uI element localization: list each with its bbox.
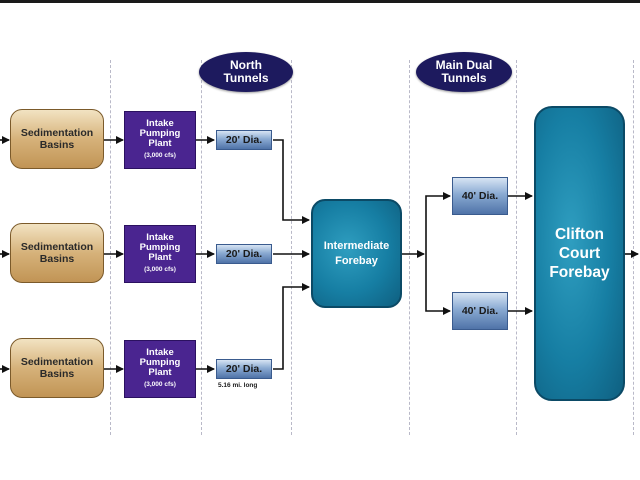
north-tunnels-header: North Tunnels <box>199 52 293 92</box>
flow-arrow <box>273 283 310 370</box>
intake-line2: Pumping <box>139 357 181 368</box>
sed-label-line1: Sedimentation <box>20 356 94 368</box>
sed-label-line2: Basins <box>39 139 75 151</box>
main-tunnel-1: 40' Dia. <box>452 177 508 215</box>
intake-pumping-plant-3: Intake Pumping Plant (3,000 cfs) <box>124 340 196 398</box>
flow-arrow <box>425 192 451 254</box>
main-tunnel-2: 40' Dia. <box>452 292 508 330</box>
clifton-line1: Clifton <box>554 226 605 243</box>
sedimentation-basins-2: Sedimentation Basins <box>10 223 104 283</box>
column-divider <box>409 60 410 435</box>
flow-arrow <box>425 254 451 315</box>
main-dual-tunnels-header: Main Dual Tunnels <box>416 52 512 92</box>
tunnel-length-note: 5.16 mi. long <box>218 382 258 389</box>
sed-label-line1: Sedimentation <box>20 127 94 139</box>
column-divider <box>201 60 202 435</box>
intake-line1: Intake <box>146 232 174 243</box>
intake-line3: Plant <box>148 138 172 149</box>
intake-pumping-plant-1: Intake Pumping Plant (3,000 cfs) <box>124 111 196 169</box>
intermediate-forebay-line1: Intermediate <box>323 239 390 252</box>
flow-arrow <box>273 139 310 224</box>
sed-label-line1: Sedimentation <box>20 241 94 253</box>
sed-label-line2: Basins <box>39 368 75 380</box>
column-divider <box>110 60 111 435</box>
sed-label-line2: Basins <box>39 253 75 265</box>
clifton-court-forebay: Clifton Court Forebay <box>534 106 625 401</box>
clifton-line2: Court <box>558 245 601 262</box>
intake-line1: Intake <box>146 347 174 358</box>
intake-line2: Pumping <box>139 128 181 139</box>
top-border <box>0 0 640 3</box>
intermediate-forebay: Intermediate Forebay <box>311 199 402 308</box>
column-divider <box>633 60 634 435</box>
intake-line3: Plant <box>148 252 172 263</box>
main-dual-tunnels-header-line1: Main Dual <box>435 58 493 72</box>
column-divider <box>291 60 292 435</box>
sedimentation-basins-1: Sedimentation Basins <box>10 109 104 169</box>
intake-capacity: (3,000 cfs) <box>144 152 176 159</box>
north-tunnel-1: 20' Dia. <box>216 130 272 150</box>
north-tunnel-2: 20' Dia. <box>216 244 272 264</box>
column-divider <box>516 60 517 435</box>
clifton-line3: Forebay <box>549 264 610 281</box>
intermediate-forebay-line2: Forebay <box>335 254 378 267</box>
main-dual-tunnels-header-line2: Tunnels <box>441 71 487 85</box>
north-tunnels-header-line2: Tunnels <box>223 71 269 85</box>
intake-capacity: (3,000 cfs) <box>144 381 176 388</box>
sedimentation-basins-3: Sedimentation Basins <box>10 338 104 398</box>
north-tunnels-header-line1: North <box>230 58 262 72</box>
intake-pumping-plant-2: Intake Pumping Plant (3,000 cfs) <box>124 225 196 283</box>
intake-capacity: (3,000 cfs) <box>144 266 176 273</box>
intake-line2: Pumping <box>139 242 181 253</box>
intake-line1: Intake <box>146 118 174 129</box>
north-tunnel-3: 20' Dia. <box>216 359 272 379</box>
intake-line3: Plant <box>148 367 172 378</box>
